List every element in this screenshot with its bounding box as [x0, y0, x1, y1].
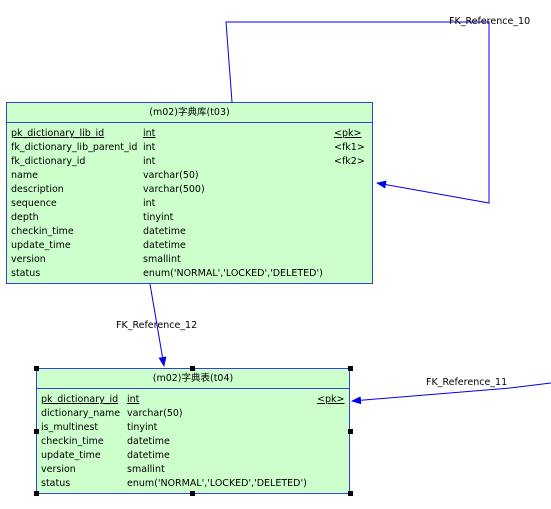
column-type: datetime	[143, 240, 186, 251]
fk-reference-11-label: FK_Reference_11	[426, 377, 508, 388]
column-type: smallint	[127, 464, 165, 475]
resize-handle-bottom-left[interactable]	[34, 491, 39, 496]
column-type: enum('NORMAL','LOCKED','DELETED')	[143, 268, 323, 279]
resize-handle-top-right[interactable]	[348, 366, 353, 371]
table-t03-row[interactable]: pk_dictionary_lib_id int <pk>	[7, 127, 372, 141]
column-type: enum('NORMAL','LOCKED','DELETED')	[127, 478, 307, 489]
column-name: version	[11, 254, 46, 265]
table-t04[interactable]: (m02)字典表(t04) pk_dictionary_id int <pk> …	[36, 368, 350, 494]
table-t03-row[interactable]: fk_dictionary_lib_parent_id int <fk1>	[7, 141, 372, 155]
column-key: <pk>	[317, 394, 345, 405]
table-t03-row[interactable]: version smallint	[7, 253, 372, 267]
resize-handle-bottom-right[interactable]	[348, 491, 353, 496]
column-name: pk_dictionary_lib_id	[11, 128, 105, 139]
resize-handle-top-center[interactable]	[190, 366, 195, 371]
column-key: <fk1>	[334, 142, 365, 153]
column-type: int	[143, 198, 156, 209]
column-name: status	[11, 268, 41, 279]
table-t04-row[interactable]: update_time datetime	[37, 449, 349, 463]
table-t04-row[interactable]: pk_dictionary_id int <pk>	[37, 393, 349, 407]
column-name: fk_dictionary_lib_parent_id	[11, 142, 138, 153]
column-key: <fk2>	[334, 156, 365, 167]
column-name: sequence	[11, 198, 57, 209]
table-t03-row[interactable]: update_time datetime	[7, 239, 372, 253]
resize-handle-top-left[interactable]	[34, 366, 39, 371]
column-type: varchar(500)	[143, 184, 205, 195]
column-type: smallint	[143, 254, 181, 265]
column-name: description	[11, 184, 64, 195]
fk-reference-10-label: FK_Reference_10	[449, 16, 531, 27]
column-type: tinyint	[143, 212, 174, 223]
table-t04-title: (m02)字典表(t04)	[37, 369, 349, 389]
column-name: version	[41, 464, 76, 475]
column-name: dictionary_name	[41, 408, 121, 419]
table-t04-row[interactable]: checkin_time datetime	[37, 435, 349, 449]
table-t03-row[interactable]: depth tinyint	[7, 211, 372, 225]
table-t04-row[interactable]: dictionary_name varchar(50)	[37, 407, 349, 421]
column-type: datetime	[127, 436, 170, 447]
column-key: <pk>	[334, 128, 362, 139]
column-type: tinyint	[127, 422, 158, 433]
table-t03-row[interactable]: checkin_time datetime	[7, 225, 372, 239]
column-type: int	[143, 142, 156, 153]
column-name: fk_dictionary_id	[11, 156, 86, 167]
table-t03-row[interactable]: status enum('NORMAL','LOCKED','DELETED')	[7, 267, 372, 281]
table-t03-row[interactable]: fk_dictionary_id int <fk2>	[7, 155, 372, 169]
table-t03-row[interactable]: name varchar(50)	[7, 169, 372, 183]
resize-handle-middle-left[interactable]	[34, 429, 39, 434]
column-name: status	[41, 478, 71, 489]
column-name: checkin_time	[11, 226, 74, 237]
resize-handle-bottom-center[interactable]	[190, 491, 195, 496]
column-name: depth	[11, 212, 39, 223]
resize-handle-middle-right[interactable]	[348, 429, 353, 434]
fk-reference-11-line[interactable]	[351, 382, 551, 405]
column-name: is_multinest	[41, 422, 99, 433]
column-type: varchar(50)	[143, 170, 199, 181]
table-t03-row[interactable]: description varchar(500)	[7, 183, 372, 197]
column-name: update_time	[11, 240, 71, 251]
column-type: datetime	[127, 450, 170, 461]
table-t03-row[interactable]: sequence int	[7, 197, 372, 211]
table-t03-title: (m02)字典库(t03)	[7, 103, 372, 123]
table-t04-row[interactable]: status enum('NORMAL','LOCKED','DELETED')	[37, 477, 349, 491]
fk-reference-10-line[interactable]	[225, 21, 490, 204]
column-name: name	[11, 170, 38, 181]
column-name: update_time	[41, 450, 101, 461]
column-type: int	[143, 128, 156, 139]
column-type: int	[143, 156, 156, 167]
column-name: pk_dictionary_id	[41, 394, 119, 405]
fk-reference-12-label: FK_Reference_12	[116, 320, 198, 331]
table-t04-row[interactable]: is_multinest tinyint	[37, 421, 349, 435]
fk-reference-12-line[interactable]	[149, 283, 167, 367]
column-type: varchar(50)	[127, 408, 183, 419]
column-name: checkin_time	[41, 436, 104, 447]
table-t03[interactable]: (m02)字典库(t03) pk_dictionary_lib_id int <…	[6, 102, 373, 284]
column-type: int	[127, 394, 140, 405]
column-type: datetime	[143, 226, 186, 237]
table-t04-row[interactable]: version smallint	[37, 463, 349, 477]
